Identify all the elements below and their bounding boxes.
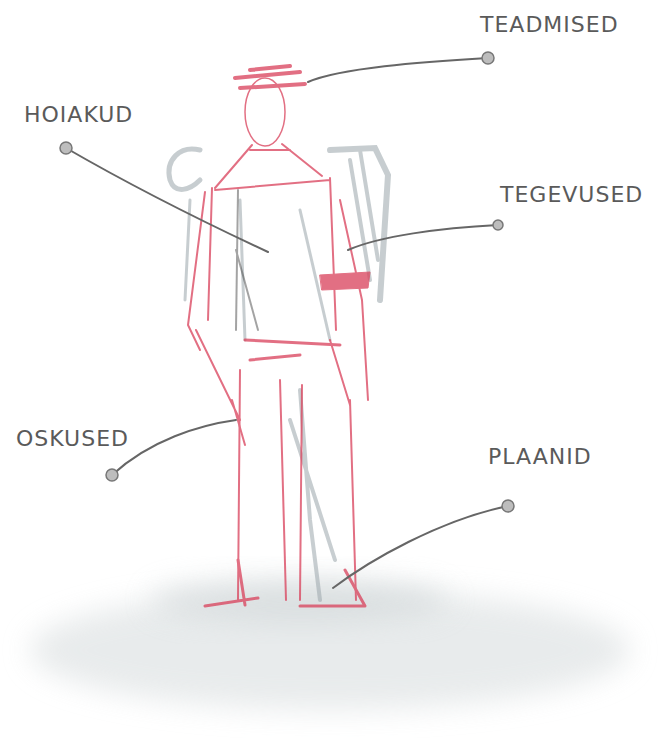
gray-sketch <box>169 148 388 600</box>
sketch-mark <box>320 272 370 290</box>
sketch-stroke <box>330 200 368 405</box>
leader-dot <box>493 220 503 230</box>
leader-line <box>308 58 488 82</box>
sketch-stroke <box>240 200 330 340</box>
callout-label: HOIAKUD <box>24 104 133 126</box>
leader-lines <box>66 58 508 588</box>
leader-line <box>348 225 498 250</box>
sketch-stroke <box>245 340 340 360</box>
leader-dot <box>106 469 118 481</box>
red-sketch <box>188 66 370 606</box>
sketch-stroke <box>236 190 258 330</box>
callout-label: TEGEVUSED <box>500 184 643 206</box>
callout-label: PLAANID <box>488 446 592 468</box>
callout-label: TEADMISED <box>480 14 619 36</box>
leader-dot <box>502 500 514 512</box>
leader-line <box>333 506 508 588</box>
leader-line <box>112 420 236 475</box>
sketch-stroke <box>290 390 335 600</box>
head-outline <box>245 78 285 146</box>
leader-dot <box>60 142 72 154</box>
callout-label: OSKUSED <box>16 428 129 450</box>
sketch-stroke <box>235 66 305 88</box>
sketch-stroke <box>238 370 356 600</box>
sketch-stroke <box>208 178 336 330</box>
sketch-stroke <box>169 149 200 189</box>
leader-line <box>66 148 268 252</box>
leader-dot <box>482 52 494 64</box>
